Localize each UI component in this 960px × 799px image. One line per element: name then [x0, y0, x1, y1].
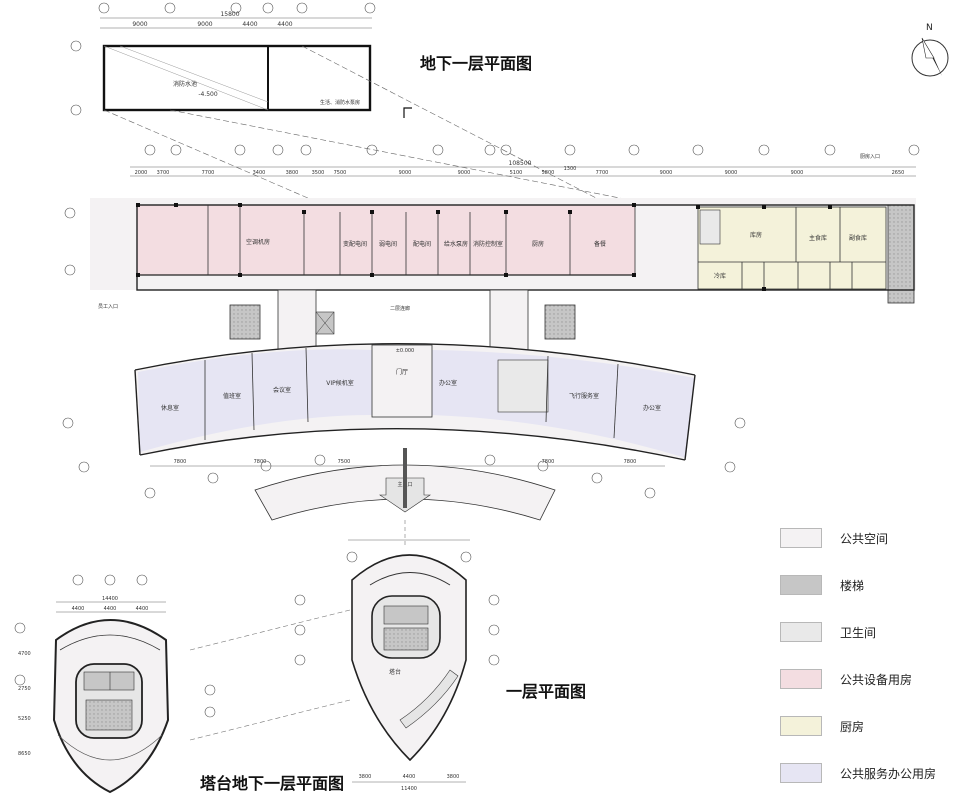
legend-label: 公共服务办公用房	[840, 766, 937, 781]
svg-text:4400: 4400	[72, 606, 85, 612]
room-label: 消防控制室	[473, 240, 503, 248]
legend-item-restroom: 卫生间	[780, 620, 876, 644]
curve-room-label: 办公室	[643, 404, 661, 412]
basement-total-dim: 15800	[220, 11, 239, 18]
tower-basement-plan-title: 塔台地下一层平面图	[200, 774, 345, 793]
staff-entrance-label: 员工入口	[98, 304, 118, 310]
legend-label: 楼梯	[840, 578, 865, 593]
svg-text:4400: 4400	[136, 606, 149, 612]
curve-room-label: VIP候机室	[326, 379, 354, 387]
legend-swatch	[780, 716, 822, 736]
basement-span-2: 9000	[197, 21, 212, 28]
basement-room-label: 消防水池	[173, 80, 197, 88]
room-label: 配电间	[413, 240, 431, 248]
legend-item-public-space: 公共空间	[780, 526, 888, 550]
svg-text:3400: 3400	[253, 170, 266, 176]
svg-text:3700: 3700	[157, 170, 170, 176]
tower-basement-plan: 14400 4400 4400 4400 4700 2750 5250 8650	[14, 574, 216, 794]
svg-text:9000: 9000	[791, 170, 804, 176]
svg-text:1300: 1300	[564, 166, 577, 172]
compass-icon: N	[911, 23, 949, 77]
legend-item-equipment-rooms: 公共设备用房	[780, 667, 912, 691]
svg-text:7500: 7500	[334, 170, 347, 176]
legend-label: 厨房	[840, 719, 865, 734]
curve-room-label: 值班室	[223, 392, 241, 400]
north-compass: N	[908, 20, 952, 84]
svg-text:N: N	[926, 23, 933, 33]
svg-text:3800: 3800	[359, 774, 372, 780]
legend-item-office: 公共服务办公用房	[780, 761, 936, 785]
svg-text:7800: 7800	[542, 459, 555, 465]
curve-room-label: 飞行服务室	[569, 392, 599, 400]
svg-text:8650: 8650	[18, 751, 31, 757]
curve-room-label: 会议室	[273, 386, 291, 394]
legend-item-kitchen: 厨房	[780, 714, 864, 738]
svg-text:9000: 9000	[660, 170, 673, 176]
legend-label: 公共空间	[840, 531, 889, 546]
basement-span-3: 4400	[242, 21, 257, 28]
svg-text:7500: 7500	[338, 459, 351, 465]
room-label: 弱电间	[379, 240, 397, 248]
entry-level-label: ±0.000	[396, 348, 415, 354]
curve-room-label: 门厅	[396, 368, 408, 376]
kitchen-entrance-label: 厨房入口	[860, 153, 880, 160]
svg-text:2750: 2750	[18, 686, 31, 692]
svg-text:2000: 2000	[135, 170, 148, 176]
legend-label: 公共设备用房	[840, 672, 913, 687]
room-label: 副食库	[849, 234, 867, 242]
legend-swatch	[780, 763, 822, 783]
svg-text:4400: 4400	[403, 774, 416, 780]
legend-swatch	[780, 669, 822, 689]
curve-room-label: 休息室	[161, 404, 179, 412]
tower-label: 塔台	[389, 668, 401, 676]
room-label: 变配电间	[343, 240, 367, 248]
room-label: 厨房	[532, 240, 544, 248]
svg-text:9000: 9000	[725, 170, 738, 176]
first-floor-main-plan: 108500 2000 3700 7700 3400 3800 3500 750…	[62, 144, 920, 521]
svg-text:7800: 7800	[254, 459, 267, 465]
svg-text:9000: 9000	[458, 170, 471, 176]
svg-text:9000: 9000	[399, 170, 412, 176]
legend-swatch	[780, 528, 822, 548]
basement-plan: 15800 9000 9000 4400 4400 消防水池 -4.500 生活…	[70, 2, 631, 269]
svg-text:7800: 7800	[624, 459, 637, 465]
svg-text:5800: 5800	[542, 170, 555, 176]
svg-text:2650: 2650	[892, 170, 905, 176]
basement-span-4: 4400	[277, 21, 292, 28]
room-label: 空调机房	[246, 238, 270, 246]
room-label: 库房	[750, 231, 762, 239]
basement-note: 生活、消防水泵房	[320, 99, 360, 106]
svg-text:4700: 4700	[18, 651, 31, 657]
svg-text:3800: 3800	[447, 774, 460, 780]
basement-span-1: 9000	[132, 21, 147, 28]
corridor-label: 二层连廊	[390, 305, 410, 312]
tower-total-dim: 14400	[102, 596, 118, 602]
svg-text:5100: 5100	[510, 170, 523, 176]
legend-item-stairs: 楼梯	[780, 573, 864, 597]
t1-total-dim: 11400	[401, 786, 417, 792]
basement-plan-title: 地下一层平面图	[420, 54, 533, 73]
room-label: 主食库	[809, 234, 827, 242]
svg-text:7700: 7700	[596, 170, 609, 176]
room-label: 备餐	[594, 240, 606, 248]
svg-text:3500: 3500	[312, 170, 325, 176]
first-floor-plan-title: 一层平面图	[506, 682, 587, 701]
legend-label: 卫生间	[840, 625, 877, 640]
svg-text:5250: 5250	[18, 716, 31, 722]
legend-swatch	[780, 622, 822, 642]
basement-level-label: -4.500	[198, 91, 218, 98]
curve-room-label: 办公室	[439, 379, 457, 387]
tower-first-floor-plan: 塔台 11400 3800 4400 3800	[294, 539, 500, 792]
legend-swatch	[780, 575, 822, 595]
room-label: 冷库	[714, 272, 726, 280]
svg-text:7800: 7800	[174, 459, 187, 465]
svg-text:7700: 7700	[202, 170, 215, 176]
room-label: 给水泵房	[444, 240, 468, 248]
svg-text:3800: 3800	[286, 170, 299, 176]
svg-text:4400: 4400	[104, 606, 117, 612]
main-total-dim: 108500	[509, 160, 532, 167]
